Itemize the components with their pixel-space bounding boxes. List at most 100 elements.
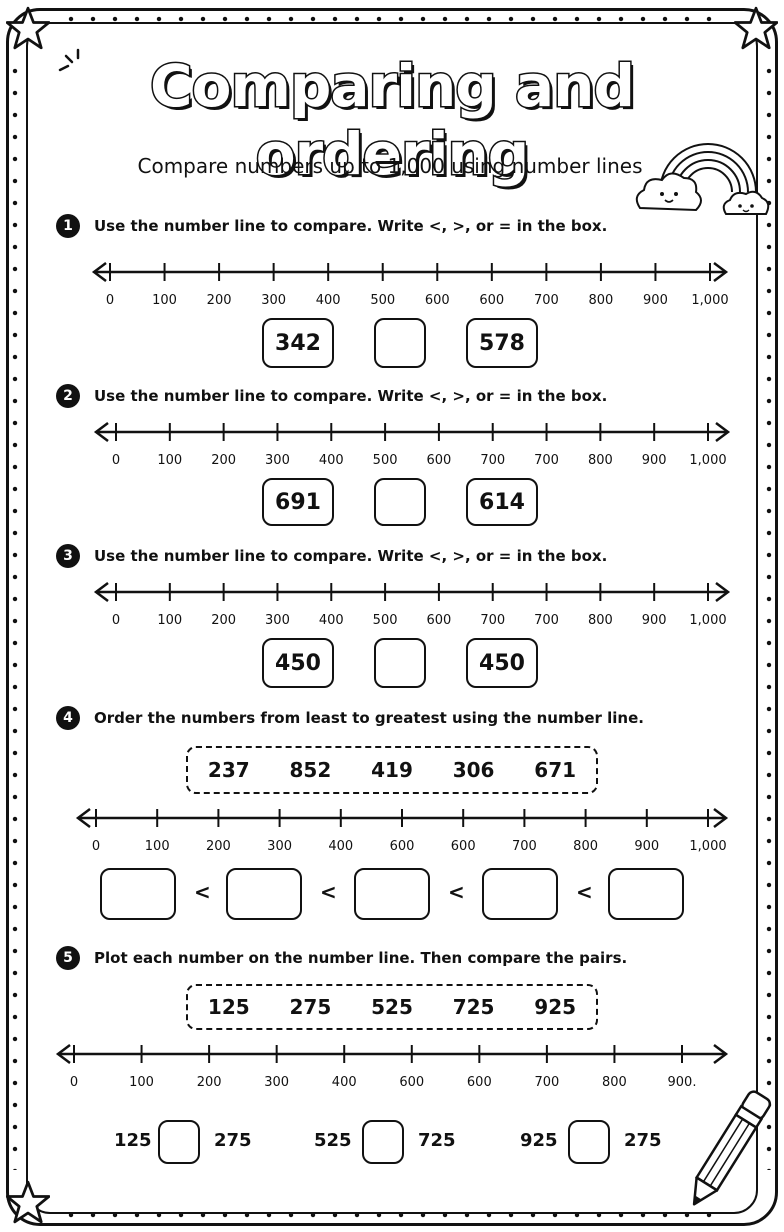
tick-label: 700 xyxy=(480,613,505,628)
question-4: 4 Order the numbers from least to greate… xyxy=(56,706,644,730)
star-icon xyxy=(6,6,50,50)
tick-label: 200 xyxy=(197,1075,222,1090)
star-icon xyxy=(734,6,778,50)
order-number: 237 xyxy=(207,758,250,782)
star-icon xyxy=(6,1180,50,1224)
question-number: 4 xyxy=(56,706,80,730)
plot-number: 525 xyxy=(371,995,413,1019)
tick-label: 400 xyxy=(332,1075,357,1090)
tick-label: 400 xyxy=(319,613,344,628)
order-answer-box[interactable] xyxy=(100,868,176,920)
sparkle-icon xyxy=(58,48,80,72)
tick-label: 600 xyxy=(399,1075,424,1090)
tick-label: 900 xyxy=(634,839,659,854)
arrow-left-icon xyxy=(93,422,109,442)
dotted-border-left xyxy=(12,60,18,1170)
compare-number-right: 450 xyxy=(466,638,538,688)
answer-box[interactable] xyxy=(374,638,426,688)
question-text: Use the number line to compare. Write <,… xyxy=(94,387,608,405)
pair-number: 275 xyxy=(624,1130,662,1151)
question-5: 5 Plot each number on the number line. T… xyxy=(56,946,627,970)
compare-number-right: 614 xyxy=(466,478,538,526)
tick-label: 800 xyxy=(602,1075,627,1090)
pair-number: 525 xyxy=(314,1130,352,1151)
compare-number-left: 450 xyxy=(262,638,334,688)
tick-label: 900 xyxy=(642,453,667,468)
tick-label: 600 xyxy=(426,613,451,628)
arrow-right-icon xyxy=(713,808,729,828)
tick-label: 100 xyxy=(152,293,177,308)
question-text: Order the numbers from least to greatest… xyxy=(94,709,644,727)
tick-label: 700 xyxy=(534,453,559,468)
less-than-sign: < xyxy=(194,880,211,904)
tick-label: 800 xyxy=(588,613,613,628)
numbers-to-plot: 125 275 525 725 925 xyxy=(186,984,598,1030)
arrow-right-icon xyxy=(713,262,729,282)
tick-label: 1,000 xyxy=(689,839,726,854)
tick-label: 0 xyxy=(112,453,120,468)
arrow-right-icon xyxy=(713,1044,729,1064)
tick-label: 200 xyxy=(207,293,232,308)
tick-label: 200 xyxy=(206,839,231,854)
numbers-to-order: 237 852 419 306 671 xyxy=(186,746,598,794)
pair-answer-box[interactable] xyxy=(362,1120,404,1164)
question-text: Use the number line to compare. Write <,… xyxy=(94,547,608,565)
pair-answer-box[interactable] xyxy=(158,1120,200,1164)
tick-label: 900. xyxy=(668,1075,697,1090)
tick-label: 400 xyxy=(319,453,344,468)
tick-label: 700 xyxy=(534,1075,559,1090)
tick-label: 1,000 xyxy=(689,613,726,628)
plot-number: 125 xyxy=(207,995,250,1019)
tick-label: 100 xyxy=(157,453,182,468)
less-than-sign: < xyxy=(320,880,337,904)
order-number: 852 xyxy=(289,758,332,782)
arrow-left-icon xyxy=(91,262,107,282)
tick-label: 0 xyxy=(112,613,120,628)
arrow-right-icon xyxy=(715,422,731,442)
less-than-sign: < xyxy=(576,880,593,904)
tick-label: 900 xyxy=(642,613,667,628)
less-than-sign: < xyxy=(448,880,465,904)
answer-box[interactable] xyxy=(374,318,426,368)
pair-answer-box[interactable] xyxy=(568,1120,610,1164)
tick-label: 600 xyxy=(467,1075,492,1090)
order-answer-box[interactable] xyxy=(608,868,684,920)
order-answer-box[interactable] xyxy=(354,868,430,920)
tick-label: 700 xyxy=(534,613,559,628)
tick-label: 800 xyxy=(588,453,613,468)
tick-label: 1,000 xyxy=(691,293,728,308)
tick-label: 300 xyxy=(264,1075,289,1090)
tick-label: 900 xyxy=(643,293,668,308)
answer-box[interactable] xyxy=(374,478,426,526)
arrow-left-icon xyxy=(75,808,91,828)
compare-number-left: 342 xyxy=(262,318,334,368)
order-answer-box[interactable] xyxy=(482,868,558,920)
compare-number-right: 578 xyxy=(466,318,538,368)
tick-label: 400 xyxy=(328,839,353,854)
dotted-border-top xyxy=(60,16,720,22)
page-subtitle: Compare numbers up to 1,000 using number… xyxy=(137,154,643,178)
arrow-right-icon xyxy=(715,582,731,602)
tick-label: 1,000 xyxy=(689,453,726,468)
question-text: Use the number line to compare. Write <,… xyxy=(94,217,608,235)
question-3: 3 Use the number line to compare. Write … xyxy=(56,544,607,568)
tick-label: 800 xyxy=(573,839,598,854)
tick-label: 100 xyxy=(129,1075,154,1090)
tick-label: 600 xyxy=(425,293,450,308)
order-answer-box[interactable] xyxy=(226,868,302,920)
plot-number: 925 xyxy=(534,995,577,1019)
dotted-border-right xyxy=(766,60,772,1170)
tick-label: 700 xyxy=(512,839,537,854)
question-1: 1 Use the number line to compare. Write … xyxy=(56,214,607,238)
tick-label: 300 xyxy=(265,613,290,628)
pair-number: 725 xyxy=(418,1130,456,1151)
plot-number: 275 xyxy=(289,995,332,1019)
pair-number: 275 xyxy=(214,1130,252,1151)
tick-label: 800 xyxy=(588,293,613,308)
question-text: Plot each number on the number line. The… xyxy=(94,949,628,967)
plot-number: 725 xyxy=(452,995,495,1019)
